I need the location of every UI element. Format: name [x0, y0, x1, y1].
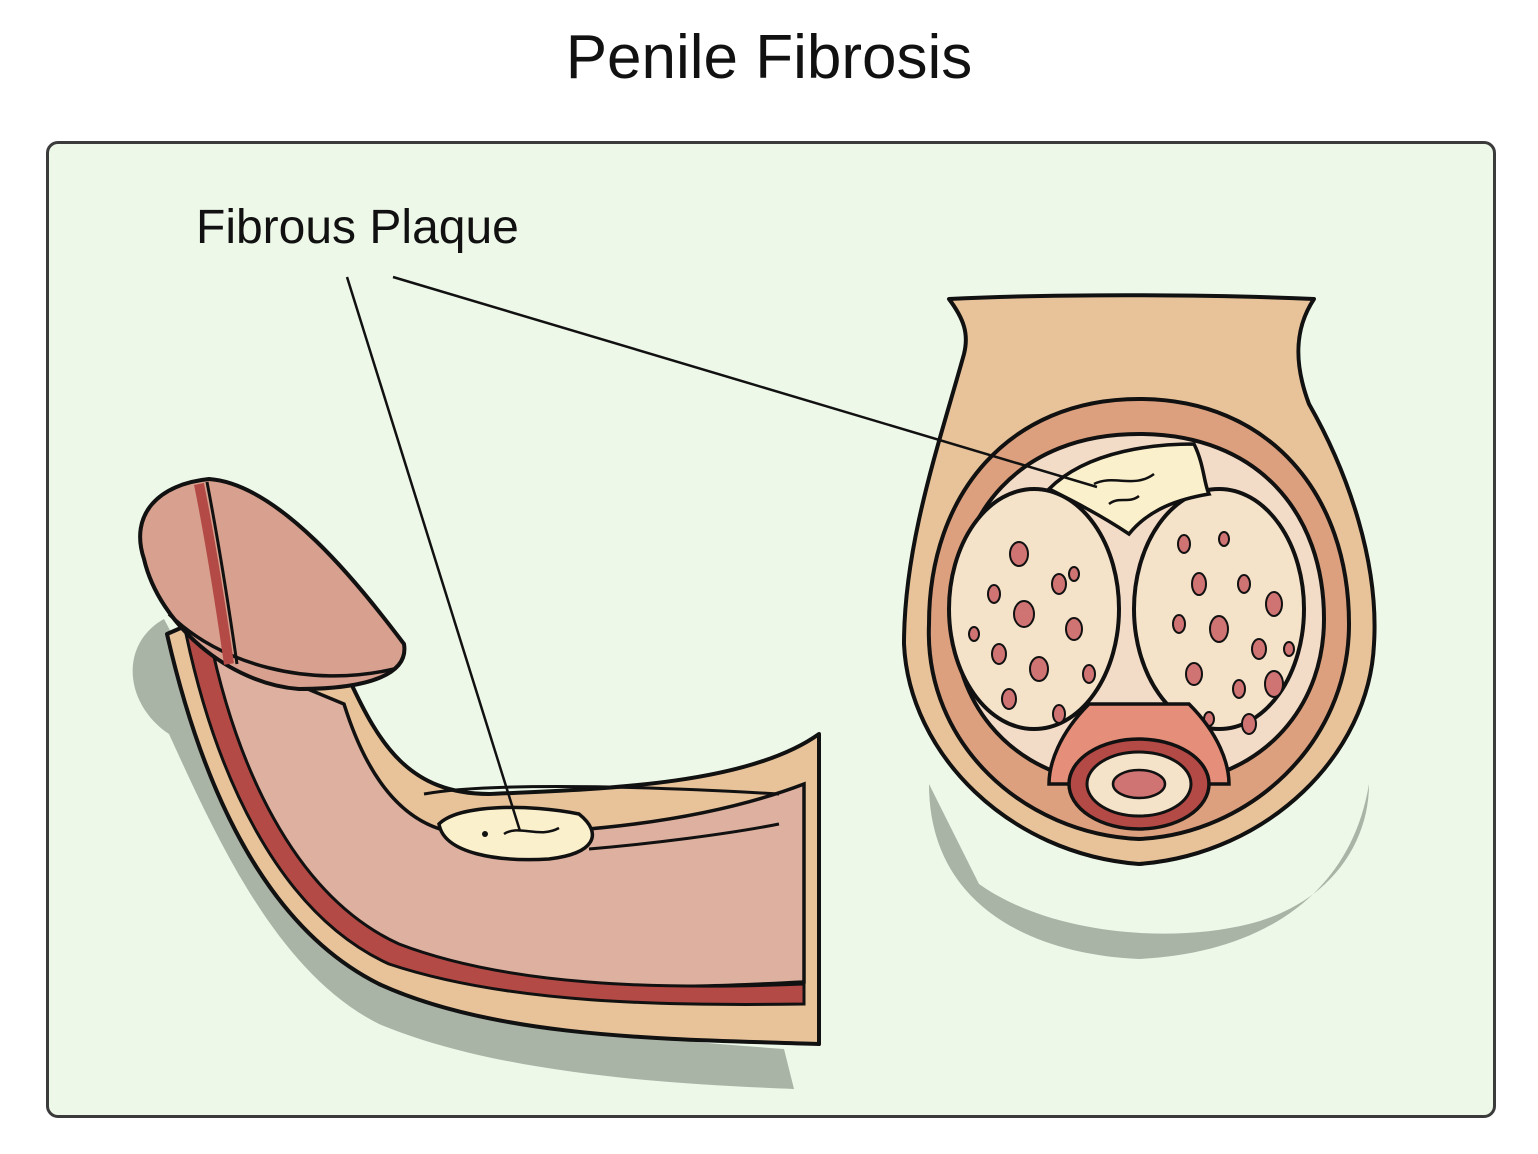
- urethral-line-outline: [205, 481, 239, 665]
- tunica-line-lower: [588, 822, 780, 851]
- leader-line-longitudinal: [345, 276, 522, 832]
- plaque-texture: [503, 826, 560, 836]
- plaque-texture-cross-2: [1108, 494, 1140, 506]
- page-title: Penile Fibrosis: [565, 23, 973, 92]
- plaque-texture-cross: [1093, 472, 1155, 486]
- fibrous-plaque-cross-section: [1046, 442, 1212, 537]
- penile-fibrosis-illustration: [132, 275, 1377, 1089]
- cross-section-shadow: [929, 784, 1369, 959]
- plaque-dot: [482, 831, 488, 837]
- corpus-cavernosum-right: [1132, 487, 1306, 731]
- leader-line-cross-section: [392, 275, 1098, 489]
- vessel-band: [182, 622, 806, 1007]
- longitudinal-view: [132, 477, 821, 1089]
- urethral-line: [194, 483, 234, 665]
- fibrous-plaque-label: Fibrous Plaque: [196, 201, 519, 254]
- glans-rim: [167, 612, 395, 678]
- urethra-lumen: [1111, 768, 1167, 800]
- sinusoid-spaces: [968, 531, 1295, 735]
- cross-section-view: [902, 293, 1377, 959]
- tunica-line-upper: [423, 785, 780, 796]
- fibrous-plaque-longitudinal: [437, 805, 594, 862]
- diagram-panel: Fibrous Plaque: [46, 141, 1496, 1118]
